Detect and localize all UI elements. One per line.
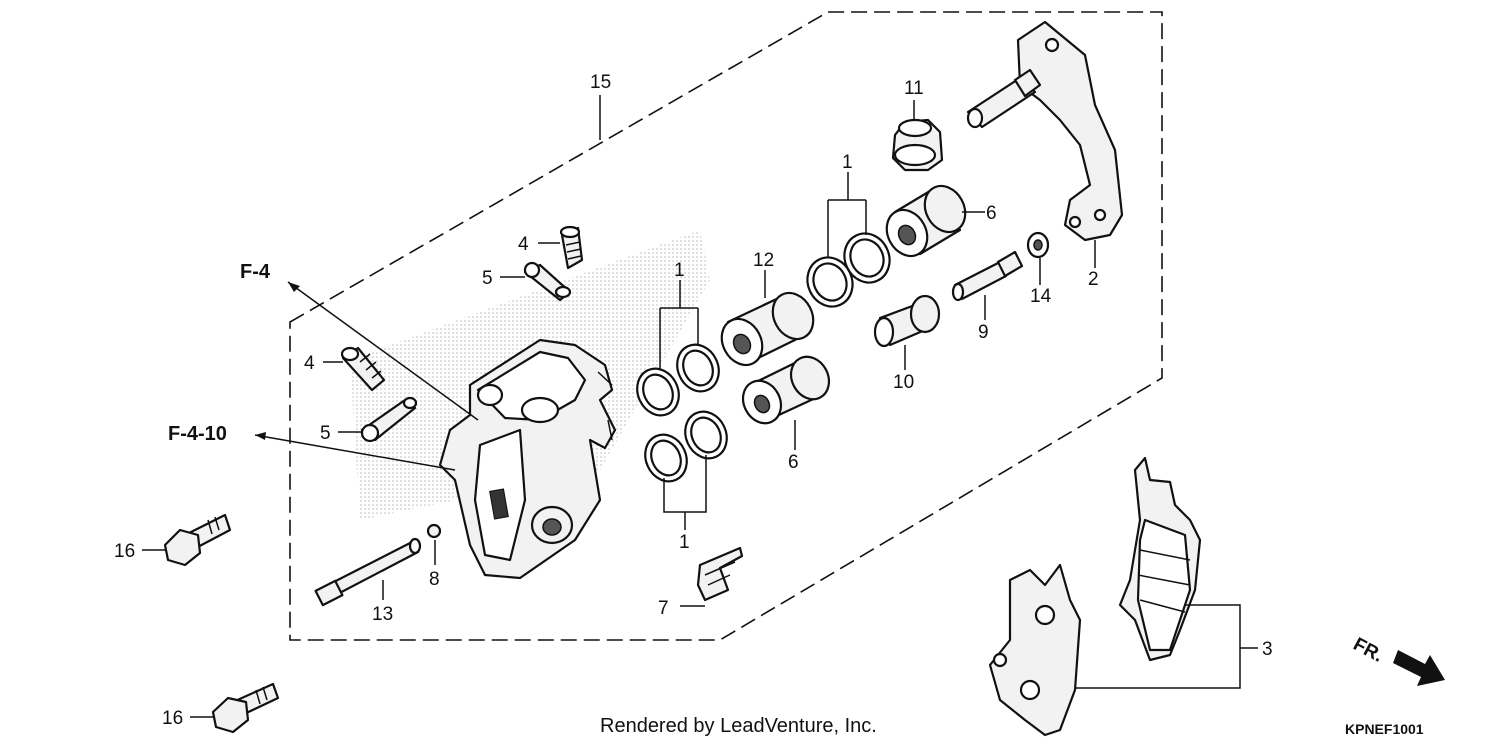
callout-10: 10	[893, 372, 914, 393]
callout-9: 9	[978, 322, 989, 343]
bleeder-cap-lower	[360, 396, 418, 443]
brake-pad-rear	[1118, 456, 1202, 662]
callouts: 15 11 1 6 2 14 9 10 12 1 6 1 4 5 4 5 7 8…	[114, 72, 1273, 729]
render-credit: Rendered by LeadVenture, Inc.	[600, 715, 877, 737]
callout-1-mid: 1	[674, 260, 685, 281]
callout-13: 13	[372, 604, 393, 625]
mounting-bolt-lower	[211, 682, 280, 734]
callout-2: 2	[1088, 269, 1099, 290]
front-direction-indicator: FR.	[1350, 634, 1445, 686]
callout-11: 11	[904, 78, 924, 99]
pin-boot	[891, 118, 944, 172]
caliper-assembly-boundary	[289, 11, 1163, 641]
reference-f-4[interactable]: F-4	[240, 261, 271, 283]
caliper-body	[438, 338, 617, 580]
seal-pair-mid	[636, 343, 720, 417]
callout-16-upper: 16	[114, 541, 135, 562]
bleeder-screw-upper	[559, 225, 584, 270]
callout-15: 15	[590, 72, 611, 93]
callout-1-upper: 1	[842, 152, 853, 173]
small-cap	[426, 523, 442, 539]
callout-4-upper: 4	[518, 234, 529, 255]
callout-7: 7	[658, 598, 669, 619]
callout-4-lower: 4	[304, 353, 315, 374]
leader-lines	[142, 95, 1258, 718]
bleeder-cap-upper	[523, 261, 572, 302]
callout-5-upper: 5	[482, 268, 493, 289]
slide-pin	[314, 537, 422, 607]
bleeder-screw-lower	[340, 346, 386, 392]
callout-14: 14	[1030, 286, 1052, 307]
seal-pair-lower	[644, 410, 728, 483]
piston-upper	[885, 184, 967, 258]
front-arrow-icon	[1393, 650, 1445, 686]
caliper-pin	[873, 294, 941, 348]
callout-6-upper: 6	[986, 203, 997, 224]
washer	[1026, 231, 1050, 259]
callout-3: 3	[1262, 639, 1273, 660]
seal-pair-upper	[806, 232, 891, 308]
callout-12: 12	[753, 250, 774, 271]
mounting-bolt-upper	[163, 513, 232, 567]
callout-8: 8	[429, 569, 440, 590]
piston-12	[720, 291, 815, 367]
callout-16-lower: 16	[162, 708, 183, 729]
callout-6-lower: 6	[788, 452, 799, 473]
reference-f-4-10[interactable]: F-4-10	[168, 423, 227, 445]
brake-pad-front	[988, 563, 1082, 737]
piston-lower	[741, 355, 831, 425]
front-direction-label: FR.	[1350, 634, 1387, 667]
callout-5-lower: 5	[320, 423, 331, 444]
pin-bolt	[951, 250, 1024, 302]
callout-1-lower: 1	[679, 532, 690, 553]
diagram-code: KPNEF1001	[1345, 721, 1424, 737]
caliper-bracket	[966, 20, 1124, 242]
pad-spring	[696, 546, 744, 602]
